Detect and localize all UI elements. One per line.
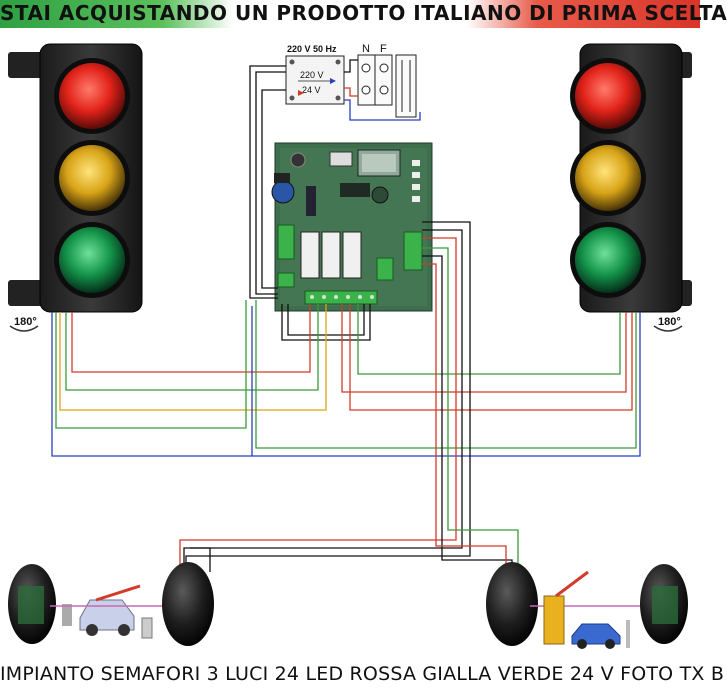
wiring-diagram: 180° 180° 220 V 50 Hz 220 V 24 V N F [8,43,692,649]
right-red-lamp [575,63,641,129]
supply-input-label: 220 V [300,70,324,80]
control-board [271,142,433,312]
power-supply: 220 V 50 Hz 220 V 24 V [285,44,345,105]
left-photocell-receiver [8,564,56,644]
right-traffic-light: 180° [570,43,692,332]
right-photocell-receiver [640,564,688,644]
left-rotation-label: 180° [14,316,37,328]
flag-green-band [0,0,234,28]
terminal-f-label: F [380,43,387,55]
capacitor-small [290,152,306,168]
terminal-n-label: N [362,43,370,55]
right-barrier-car-illustration [543,570,630,649]
relay-2 [321,231,341,279]
right-rotation-label: 180° [658,316,681,328]
left-red-lamp [59,63,125,129]
left-photocell-transmitter [162,562,214,646]
flag-white-band [233,0,467,28]
right-green-lamp [575,227,641,293]
left-rotation-arrow-icon [9,325,39,332]
right-rotation-arrow-icon [653,325,683,332]
left-barrier-car-illustration [62,584,153,639]
flag-red-band [466,0,700,28]
left-mount-bracket-bottom [8,280,44,306]
terminal-block-bottom [304,290,378,305]
italian-flag-banner [0,0,700,28]
right-yellow-lamp [575,145,641,211]
board-label [329,151,353,167]
relay-1 [300,231,320,279]
relay-terminal-left [277,224,295,260]
left-green-lamp [59,227,125,293]
relay-3 [342,231,362,279]
left-traffic-light: 180° [8,43,143,332]
right-photocell-transmitter [486,562,538,646]
banner-title: STAI ACQUISTANDO UN PRODOTTO ITALIANO DI… [0,1,727,25]
footer-caption: IMPIANTO SEMAFORI 3 LUCI 24 LED ROSSA GI… [0,663,725,685]
left-yellow-lamp [59,145,125,211]
terminal-block-right [403,231,423,271]
supply-title: 220 V 50 Hz [287,44,337,54]
fuse-holder [395,54,417,118]
capacitor-large [271,180,295,204]
supply-output-label: 24 V [302,85,321,95]
wires [51,59,641,580]
left-mount-bracket-top [8,52,44,78]
mains-terminal: N F [357,43,417,118]
